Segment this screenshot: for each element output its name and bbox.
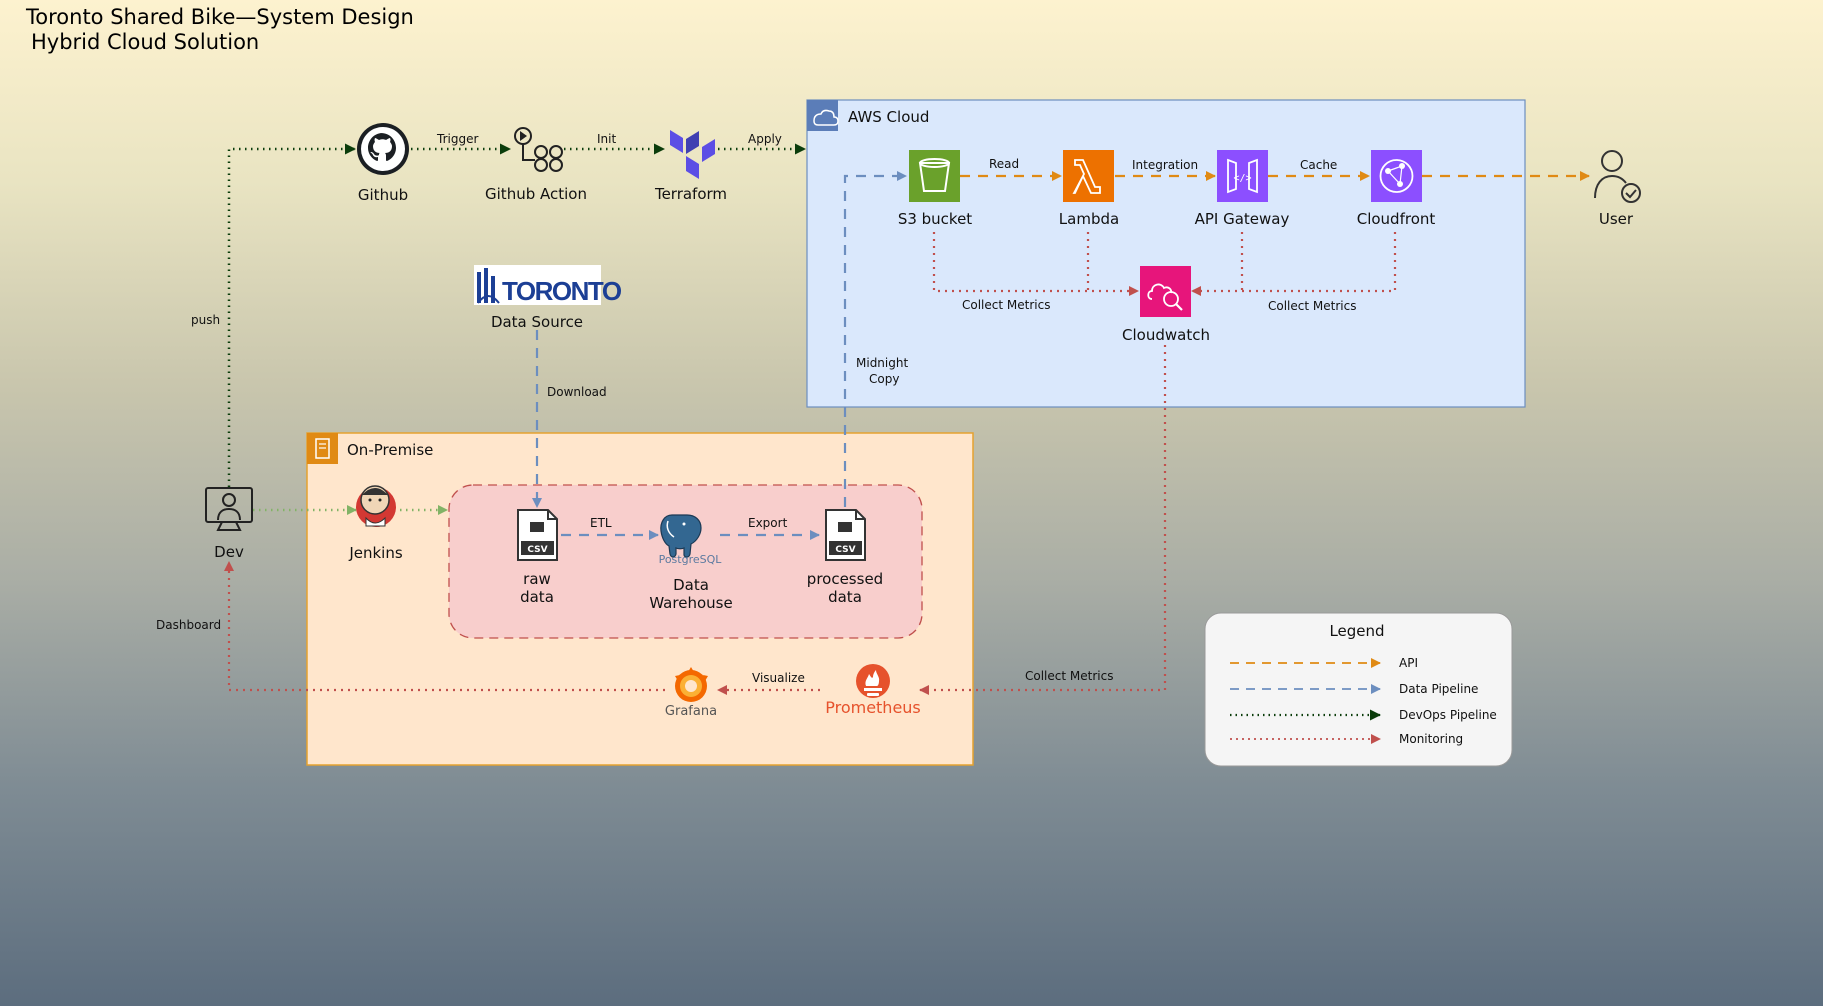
edge-label-etl: ETL bbox=[590, 516, 612, 530]
lambda-icon bbox=[1063, 150, 1114, 202]
edge-label-read: Read bbox=[989, 157, 1019, 171]
data-pipeline-box bbox=[448, 484, 923, 639]
diagram-title: Toronto Shared Bike—System Design bbox=[25, 5, 414, 29]
user-node[interactable]: User bbox=[1594, 150, 1641, 228]
cloudfront-icon bbox=[1371, 150, 1422, 202]
edge-label-integration: Integration bbox=[1132, 158, 1198, 172]
postgresql-caption: PostgreSQL bbox=[659, 553, 723, 566]
monitoring-edges bbox=[224, 232, 1397, 695]
legend-item-api: API bbox=[1230, 656, 1418, 670]
github-action-icon bbox=[514, 127, 563, 172]
developer-workstation-icon bbox=[205, 487, 253, 531]
lambda-node[interactable]: Lambda bbox=[1059, 150, 1119, 228]
s3-label: S3 bucket bbox=[898, 210, 972, 228]
prometheus-label: Prometheus bbox=[825, 698, 921, 717]
grafana-icon bbox=[675, 667, 708, 702]
jenkins-node[interactable]: Jenkins bbox=[348, 485, 403, 562]
csv-file-icon: CSV bbox=[517, 509, 558, 561]
legend-item-devops-pipeline: DevOps Pipeline bbox=[1230, 708, 1497, 722]
grafana-label: Grafana bbox=[665, 704, 717, 719]
edge-label-apply: Apply bbox=[748, 132, 782, 146]
edge-label-init: Init bbox=[597, 132, 616, 146]
edge-label-collect-metrics-left: Collect Metrics bbox=[962, 298, 1050, 312]
aws-cloud-label: AWS Cloud bbox=[848, 108, 929, 126]
edge-label-export: Export bbox=[748, 516, 788, 530]
github-action-node[interactable]: Github Action bbox=[485, 127, 587, 203]
cloudwatch-node[interactable]: Cloudwatch bbox=[1122, 266, 1210, 344]
cloudwatch-label: Cloudwatch bbox=[1122, 326, 1210, 344]
legend-item-data-pipeline: Data Pipeline bbox=[1230, 682, 1478, 696]
svg-text:CSV: CSV bbox=[527, 545, 547, 555]
legend-label-monitoring: Monitoring bbox=[1399, 732, 1463, 746]
edge-label-cache: Cache bbox=[1300, 158, 1337, 172]
edge-midnight-copy bbox=[843, 171, 907, 507]
diagram-subtitle: Hybrid Cloud Solution bbox=[31, 30, 259, 54]
processed-data-label-line1: processed bbox=[807, 570, 883, 588]
jenkins-label: Jenkins bbox=[348, 544, 403, 562]
raw-data-label-line2: data bbox=[520, 588, 554, 606]
toronto-logo-text: TORONTO bbox=[502, 276, 622, 306]
cloudwatch-icon bbox=[1140, 266, 1191, 317]
prometheus-icon bbox=[856, 664, 890, 698]
edge-label-trigger: Trigger bbox=[436, 132, 478, 146]
edge-label-push: push bbox=[191, 313, 220, 327]
api-gateway-label: API Gateway bbox=[1195, 210, 1290, 228]
api-gateway-node[interactable]: </> API Gateway bbox=[1195, 150, 1290, 228]
raw-data-label-line1: raw bbox=[523, 570, 551, 588]
data-warehouse-label-line1: Data bbox=[673, 576, 709, 594]
github-label: Github bbox=[358, 186, 408, 204]
terraform-icon bbox=[670, 130, 715, 179]
terraform-node[interactable]: Terraform bbox=[654, 130, 727, 203]
on-premise-label: On-Premise bbox=[347, 441, 433, 459]
processed-data-node[interactable]: CSV processed data bbox=[807, 509, 883, 606]
edge-dashboard bbox=[224, 561, 665, 692]
svg-text:</>: </> bbox=[1233, 173, 1251, 184]
edge-label-download: Download bbox=[547, 385, 607, 399]
edge-label-dashboard: Dashboard bbox=[156, 618, 221, 632]
processed-data-label-line2: data bbox=[828, 588, 862, 606]
data-edges bbox=[532, 171, 907, 540]
edge-label-collect-metrics-bottom: Collect Metrics bbox=[1025, 669, 1113, 683]
data-warehouse-label-line2: Warehouse bbox=[649, 594, 732, 612]
legend-label-api: API bbox=[1399, 656, 1418, 670]
github-node[interactable]: Github bbox=[357, 123, 409, 204]
jenkins-icon bbox=[356, 485, 396, 527]
dev-label: Dev bbox=[214, 543, 244, 561]
edge-collect-metrics-bottom bbox=[919, 345, 1167, 695]
csv-file-icon: CSV bbox=[825, 509, 866, 561]
prometheus-node[interactable]: Prometheus bbox=[825, 664, 921, 717]
legend-title: Legend bbox=[1329, 622, 1384, 640]
edge-label-visualize: Visualize bbox=[752, 671, 805, 685]
svg-text:CSV: CSV bbox=[835, 545, 855, 555]
cloudfront-label: Cloudfront bbox=[1357, 210, 1436, 228]
user-icon bbox=[1594, 150, 1641, 203]
data-source-label: Data Source bbox=[491, 313, 583, 331]
legend-label-data-pipeline: Data Pipeline bbox=[1399, 682, 1478, 696]
edge-label-midnight: Midnight bbox=[856, 356, 908, 370]
legend-item-monitoring: Monitoring bbox=[1230, 732, 1463, 746]
edge-label-copy: Copy bbox=[869, 372, 899, 386]
edge-label-collect-metrics-right: Collect Metrics bbox=[1268, 299, 1356, 313]
api-gateway-icon bbox=[1217, 150, 1268, 202]
user-label: User bbox=[1599, 210, 1634, 228]
data-warehouse-node[interactable]: PostgreSQL Data Warehouse bbox=[649, 514, 733, 612]
cloud-icon-glyph bbox=[813, 109, 839, 126]
postgresql-elephant-icon bbox=[660, 514, 702, 558]
s3-bucket-icon bbox=[909, 150, 960, 202]
cloudfront-node[interactable]: Cloudfront bbox=[1357, 150, 1436, 228]
s3-node[interactable]: S3 bucket bbox=[898, 150, 972, 228]
terraform-label: Terraform bbox=[654, 185, 727, 203]
github-action-label: Github Action bbox=[485, 185, 587, 203]
cloud-icon bbox=[807, 100, 838, 131]
legend: Legend API Data Pipeline DevOps Pipeline… bbox=[1204, 612, 1513, 767]
grafana-node[interactable]: Grafana bbox=[665, 667, 717, 719]
legend-label-devops-pipeline: DevOps Pipeline bbox=[1399, 708, 1497, 722]
raw-data-node[interactable]: CSV raw data bbox=[517, 509, 558, 606]
devops-edges bbox=[227, 143, 806, 487]
lambda-label: Lambda bbox=[1059, 210, 1119, 228]
dev-node[interactable]: Dev bbox=[205, 487, 253, 561]
toronto-data-source-node[interactable]: TORONTO Data Source bbox=[474, 265, 623, 331]
